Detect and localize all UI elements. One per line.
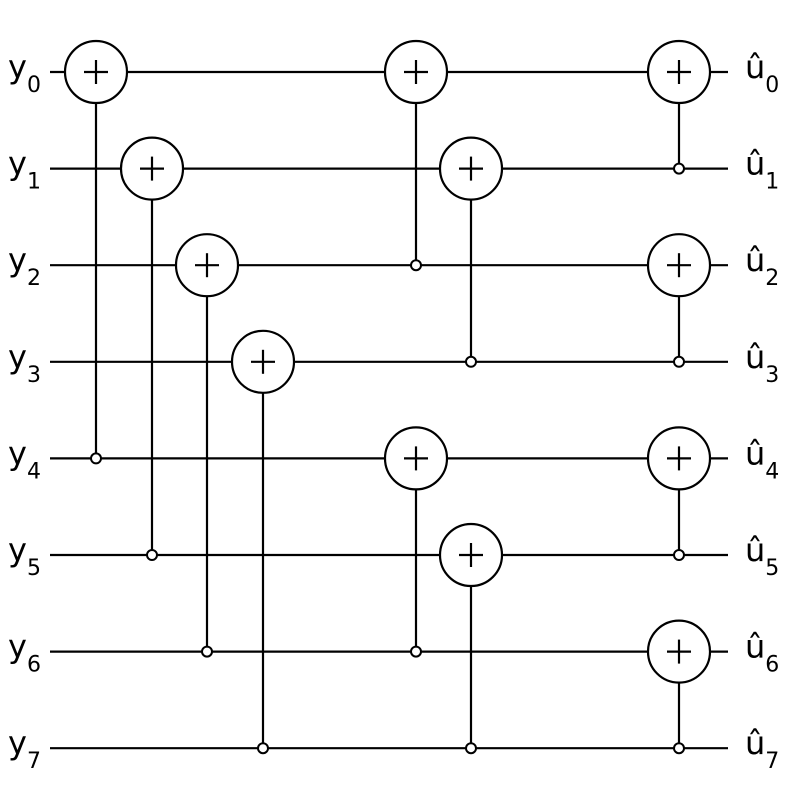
output-label-3: û3: [745, 338, 779, 388]
input-label-sub: 4: [27, 459, 41, 484]
xor-node-icon: [646, 233, 712, 298]
xor-node-icon: [646, 426, 712, 491]
input-label-sub: 1: [27, 170, 41, 195]
output-label-base: û: [745, 241, 765, 279]
xor-node-icon: [646, 39, 712, 105]
input-label-sub: 6: [27, 653, 41, 678]
output-label-sub: 1: [765, 170, 779, 195]
tap-dot-row-3: [465, 355, 477, 368]
tap-dot-row-4: [90, 452, 102, 465]
input-label-base: y: [8, 241, 27, 279]
input-label-4: y4: [8, 434, 41, 484]
input-label-base: y: [8, 724, 27, 762]
tap-dot-row-7: [257, 742, 269, 755]
input-label-base: y: [8, 145, 27, 183]
tap-dot-row-3: [673, 355, 685, 368]
output-label-base: û: [745, 628, 765, 666]
output-label-sub: 2: [765, 266, 779, 291]
input-label-2: y2: [8, 241, 41, 291]
input-label-base: y: [8, 434, 27, 472]
output-label-0: û0: [745, 48, 779, 98]
output-label-7: û7: [745, 724, 779, 774]
input-label-sub: 2: [27, 266, 41, 291]
tap-dot-row-5: [673, 549, 685, 561]
xor-node-icon: [646, 619, 712, 684]
output-label-sub: 3: [765, 363, 779, 388]
input-label-sub: 5: [27, 556, 41, 581]
output-label-4: û4: [745, 434, 779, 484]
output-label-sub: 6: [765, 653, 779, 678]
output-label-base: û: [745, 145, 765, 183]
tap-dot-row-6: [410, 645, 422, 658]
tap-dot-row-6: [201, 645, 213, 658]
output-label-sub: 7: [765, 749, 779, 774]
xor-node-icon: [383, 39, 449, 105]
output-label-base: û: [745, 48, 765, 86]
output-label-2: û2: [745, 241, 779, 291]
xor-node-icon: [230, 329, 296, 394]
input-label-sub: 0: [27, 73, 41, 98]
output-label-1: û1: [745, 145, 779, 195]
output-label-base: û: [745, 338, 765, 376]
output-label-base: û: [745, 531, 765, 569]
input-label-1: y1: [8, 145, 41, 195]
node-layer: [63, 39, 712, 755]
xor-node-icon: [383, 426, 449, 491]
input-label-base: y: [8, 48, 27, 86]
link-layer: [94, 72, 681, 749]
tap-dot-row-2: [410, 259, 422, 272]
output-label-sub: 5: [765, 556, 779, 581]
tap-dot-row-7: [465, 742, 477, 755]
input-label-base: y: [8, 531, 27, 569]
input-label-sub: 3: [27, 363, 41, 388]
output-label-sub: 0: [765, 73, 779, 98]
xor-node-icon: [63, 39, 129, 105]
tap-dot-row-7: [673, 742, 685, 755]
input-label-5: y5: [8, 531, 41, 581]
input-label-0: y0: [8, 48, 41, 98]
input-label-3: y3: [8, 338, 41, 388]
output-label-base: û: [745, 724, 765, 762]
xor-node-icon: [438, 522, 504, 588]
input-label-sub: 7: [27, 749, 41, 774]
xor-node-icon: [119, 136, 185, 201]
tap-dot-row-5: [146, 549, 158, 561]
input-label-base: y: [8, 338, 27, 376]
output-label-base: û: [745, 434, 765, 472]
output-label-5: û5: [745, 531, 779, 581]
input-label-7: y7: [8, 724, 41, 774]
xor-node-icon: [438, 136, 504, 201]
output-label-sub: 4: [765, 459, 779, 484]
output-label-6: û6: [745, 628, 779, 678]
tap-dot-row-1: [673, 162, 685, 175]
input-label-6: y6: [8, 628, 41, 678]
xor-node-icon: [174, 233, 240, 298]
input-label-base: y: [8, 628, 27, 666]
